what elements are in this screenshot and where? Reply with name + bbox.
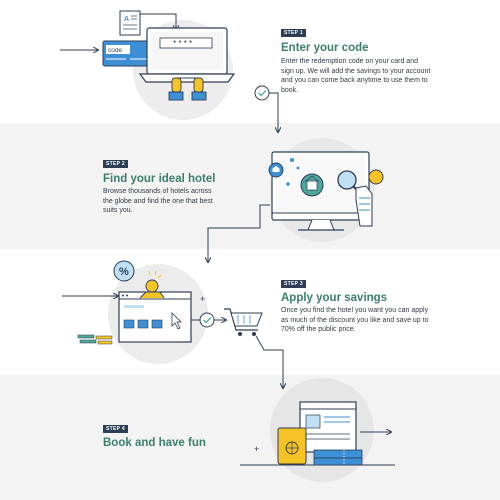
connector-arrow bbox=[269, 92, 278, 132]
step-2-badge: STEP 2 bbox=[103, 160, 128, 168]
step-4-title: Book and have fun bbox=[103, 437, 206, 449]
sun-icon bbox=[368, 169, 384, 185]
step-4-badge: STEP 4 bbox=[103, 425, 128, 433]
plus-icon: + bbox=[200, 294, 205, 304]
card-code-label: code bbox=[108, 47, 122, 54]
step-3-title: Apply your savings bbox=[281, 292, 388, 304]
step-1-illustration: A code * * * * bbox=[60, 10, 278, 132]
form-document-icon: A bbox=[119, 10, 141, 36]
step-4-illustration: + bbox=[240, 378, 395, 482]
step-1-description: Enter the redemption code on your card a… bbox=[281, 58, 431, 94]
booking-page-icon bbox=[299, 401, 357, 453]
ticket-icon bbox=[313, 449, 363, 466]
step-1-badge: STEP 1 bbox=[281, 29, 306, 37]
step-3-illustration: % bbox=[62, 260, 283, 388]
laptop-icon: * * * * bbox=[138, 27, 236, 83]
step-4-band bbox=[0, 375, 500, 500]
step-1-title: Enter your code bbox=[281, 42, 369, 54]
step-2-illustration bbox=[208, 138, 384, 262]
connector-arrow bbox=[208, 204, 270, 262]
percent-symbol: % bbox=[119, 266, 129, 278]
coin-icon bbox=[139, 270, 165, 299]
money-stack-icon bbox=[77, 334, 113, 345]
browser-window-icon bbox=[118, 291, 192, 343]
shopping-cart-icon bbox=[224, 308, 263, 336]
checkmark-icon bbox=[199, 312, 215, 328]
percent-badge-icon bbox=[113, 260, 135, 282]
password-mask: * * * * bbox=[173, 39, 192, 48]
passport-icon bbox=[277, 427, 307, 465]
connector-arrow bbox=[255, 335, 283, 388]
cursor-icon bbox=[171, 312, 182, 330]
svg-text:A: A bbox=[124, 16, 129, 23]
step-3-badge: STEP 3 bbox=[281, 280, 306, 288]
gift-card-icon: code bbox=[102, 40, 159, 67]
magnifier-icon bbox=[337, 170, 373, 227]
checkmark-icon bbox=[254, 85, 270, 101]
step-2-description: Browse thousands of hotels across the gl… bbox=[103, 188, 213, 215]
typing-hands bbox=[168, 77, 207, 101]
step-2-title: Find your ideal hotel bbox=[103, 173, 216, 185]
flow-arrow bbox=[140, 13, 176, 30]
plus-icon: + bbox=[254, 444, 259, 454]
step-3-description: Once you find the hotel you want you can… bbox=[281, 307, 429, 334]
